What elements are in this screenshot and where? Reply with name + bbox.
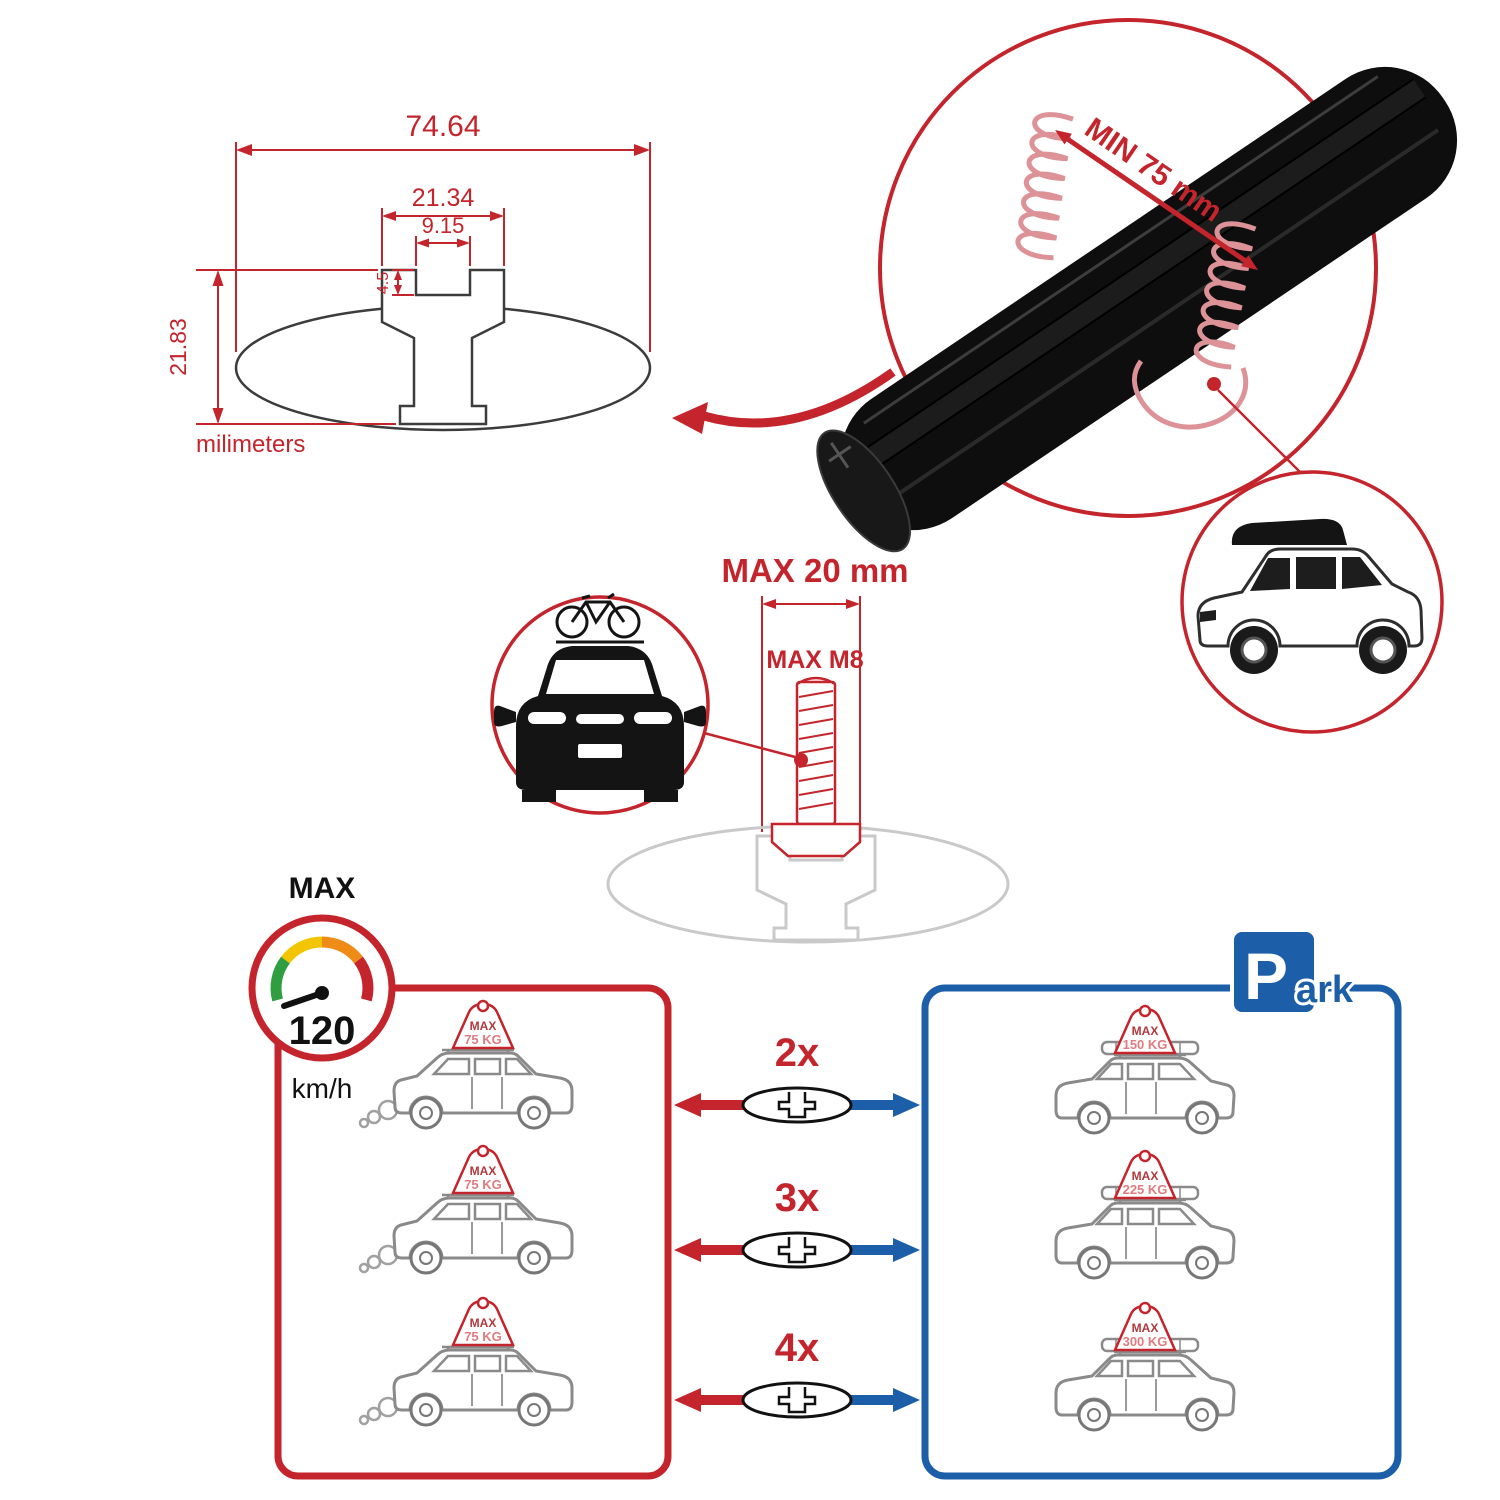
clamp-spring-left xyxy=(1015,112,1074,261)
roof-box-icon xyxy=(1231,518,1347,545)
count-label: 4x xyxy=(775,1326,820,1370)
bolt-width-dimension xyxy=(761,596,861,832)
suv-headlight xyxy=(1200,610,1216,622)
dim-slot-width-label: 9.15 xyxy=(422,213,465,238)
park-sign-rest: ark xyxy=(1296,969,1354,1011)
load-badge-max: MAX xyxy=(1132,1024,1159,1038)
profile-t-slot-shape xyxy=(380,268,506,426)
clamp-spring-right xyxy=(1131,221,1257,430)
crossbar-end-cap xyxy=(816,429,912,553)
bolt-max-width-label: MAX 20 mm xyxy=(721,552,908,589)
connector-dot xyxy=(1207,377,1221,391)
bolt-leader-line xyxy=(703,731,796,759)
load-badge-weight: 225 KG xyxy=(1123,1182,1168,1197)
crossbar-render xyxy=(816,66,1458,553)
speed-unit: km/h xyxy=(292,1073,353,1104)
unit-label: milimeters xyxy=(196,431,305,458)
detail-pointer-arrow xyxy=(672,368,896,434)
dim-total-height xyxy=(196,269,396,425)
crossbar-detail-circle: MIN 75 mm xyxy=(816,18,1458,553)
min-span-dimension xyxy=(1055,130,1258,270)
driving-car-row-2: MAX 75 KG xyxy=(358,1144,574,1275)
car-front-bike-circle xyxy=(490,592,710,815)
dim-lip-depth-label: 4.5 xyxy=(375,272,392,294)
load-badge-max: MAX xyxy=(470,1316,497,1330)
dim-total-height-label: 21.83 xyxy=(165,318,191,376)
dim-total-width-label: 74.64 xyxy=(405,110,480,143)
load-badge-weight: 75 KG xyxy=(464,1032,502,1047)
dim-slot-width xyxy=(415,236,471,266)
count-label: 2x xyxy=(775,1031,820,1075)
parked-car-row-2: MAX 225 KG xyxy=(1054,1149,1236,1280)
t-bolt-icon xyxy=(770,676,862,858)
load-badge-max: MAX xyxy=(1132,1169,1159,1183)
driving-car-row-3: MAX 75 KG xyxy=(358,1296,574,1427)
suv-windshield xyxy=(1250,558,1290,591)
bolt-thread-label: MAX M8 xyxy=(766,646,863,674)
dim-total-width xyxy=(235,142,651,352)
parked-car-row-1: MAX 150 KG xyxy=(1054,1004,1236,1135)
bike-icon xyxy=(555,592,641,639)
suv-rear-window xyxy=(1342,557,1382,589)
dim-lip-depth xyxy=(392,269,414,296)
load-badge-weight: 75 KG xyxy=(464,1329,502,1344)
dim-flange-width xyxy=(381,208,505,266)
bolt-dimension-section: MAX 20 mm MAX M8 xyxy=(490,552,1010,944)
speed-value: 120 xyxy=(289,1009,356,1053)
car-front-icon xyxy=(494,646,706,802)
count-row-1: 2x xyxy=(674,1031,920,1122)
profile-dimension-diagram: 74.64 21.34 9.15 4.5 xyxy=(165,110,652,458)
count-label: 3x xyxy=(775,1176,820,1220)
gauge-pivot xyxy=(315,986,329,1000)
load-badge-max: MAX xyxy=(1132,1321,1159,1335)
load-badge-max: MAX xyxy=(470,1019,497,1033)
load-badge-weight: 150 KG xyxy=(1123,1037,1168,1052)
detail-circle-outline xyxy=(878,18,1378,518)
driving-car-row-1: MAX 75 KG xyxy=(358,999,574,1130)
gauge-arc xyxy=(270,936,374,1002)
speedometer: MAX 120 km/h xyxy=(248,872,396,1104)
park-sign: P ark xyxy=(1230,928,1357,1016)
count-row-3: 4x xyxy=(674,1326,920,1417)
connector-line xyxy=(1217,389,1301,473)
load-badge-max: MAX xyxy=(470,1164,497,1178)
dim-flange-width-label: 21.34 xyxy=(412,184,475,212)
parked-car-row-3: MAX 300 KG xyxy=(1054,1301,1236,1432)
suv-window xyxy=(1296,557,1336,589)
park-sign-letter: P xyxy=(1244,939,1288,1013)
count-row-2: 3x xyxy=(674,1176,920,1267)
bolt-dot xyxy=(794,753,808,767)
speed-max-label: MAX xyxy=(289,872,356,905)
load-badge-weight: 300 KG xyxy=(1123,1334,1168,1349)
suv-roofbox-circle xyxy=(1180,470,1444,734)
load-badge-weight: 75 KG xyxy=(464,1177,502,1192)
